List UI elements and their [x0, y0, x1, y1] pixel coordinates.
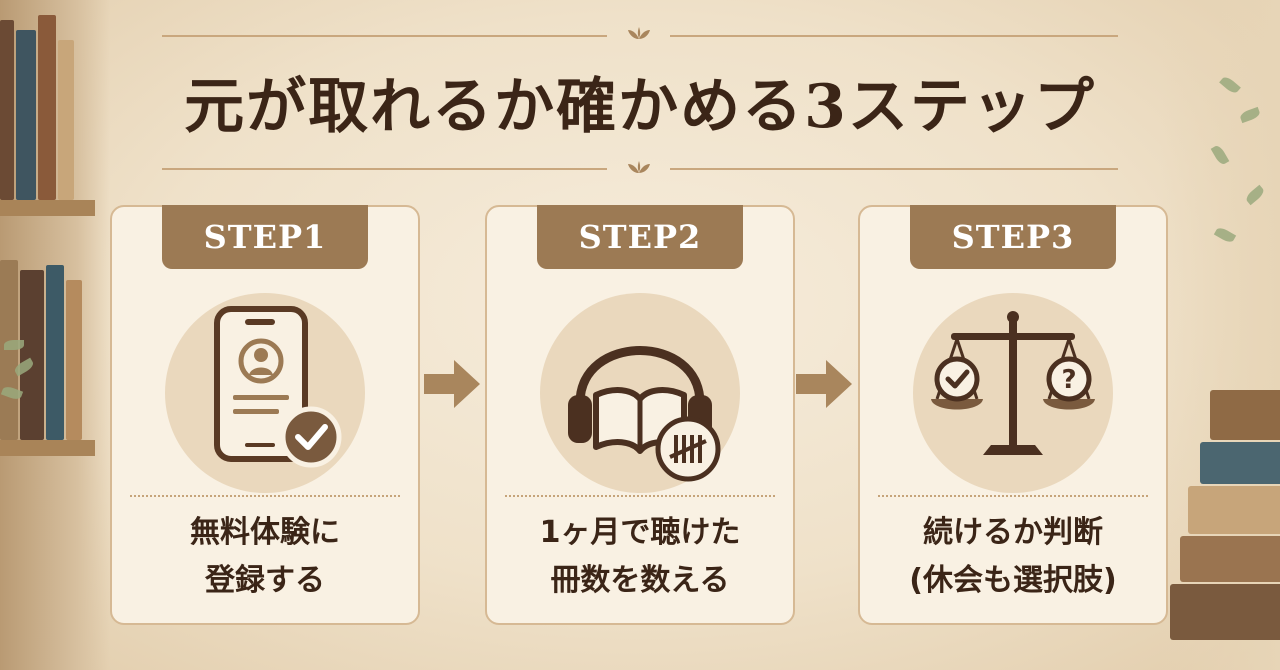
leaf-ornament-icon — [628, 161, 650, 173]
step-label: STEP1 — [162, 205, 368, 269]
svg-text:?: ? — [1061, 365, 1076, 395]
smartphone-check-icon — [214, 306, 342, 468]
step-card-1: STEP1 無料体験に 登録する — [110, 205, 420, 625]
step-card-2: STEP2 1ヶ月で聴けた 冊数を数える — [485, 205, 795, 625]
dotted-divider — [505, 495, 775, 497]
step-caption: 続けるか判断 (休会も選択肢) — [909, 515, 1117, 598]
dotted-divider — [878, 495, 1148, 497]
dotted-divider — [130, 495, 400, 497]
step-caption: 1ヶ月で聴けた 冊数を数える — [539, 515, 741, 598]
plant-books-decoration — [1160, 0, 1280, 670]
bottom-rule-right — [670, 168, 1118, 170]
bookshelf-decoration — [0, 0, 110, 670]
arrow-right-icon — [796, 360, 852, 408]
headphones-book-icon — [568, 346, 721, 482]
top-rule-right — [670, 35, 1118, 37]
arrow-right-icon — [424, 360, 480, 408]
top-rule-left — [162, 35, 607, 37]
bottom-rule-left — [162, 168, 607, 170]
step-card-3: STEP3 ? 続けるか判断 (休会も選択肢) — [858, 205, 1168, 625]
step-caption: 無料体験に 登録する — [190, 515, 340, 598]
page-title: 元が取れるか確かめる3ステップ — [184, 72, 1096, 142]
balance-scale-icon: ? — [931, 311, 1095, 455]
step-label: STEP3 — [910, 205, 1116, 269]
step-label: STEP2 — [537, 205, 743, 269]
leaf-ornament-icon — [628, 27, 650, 39]
